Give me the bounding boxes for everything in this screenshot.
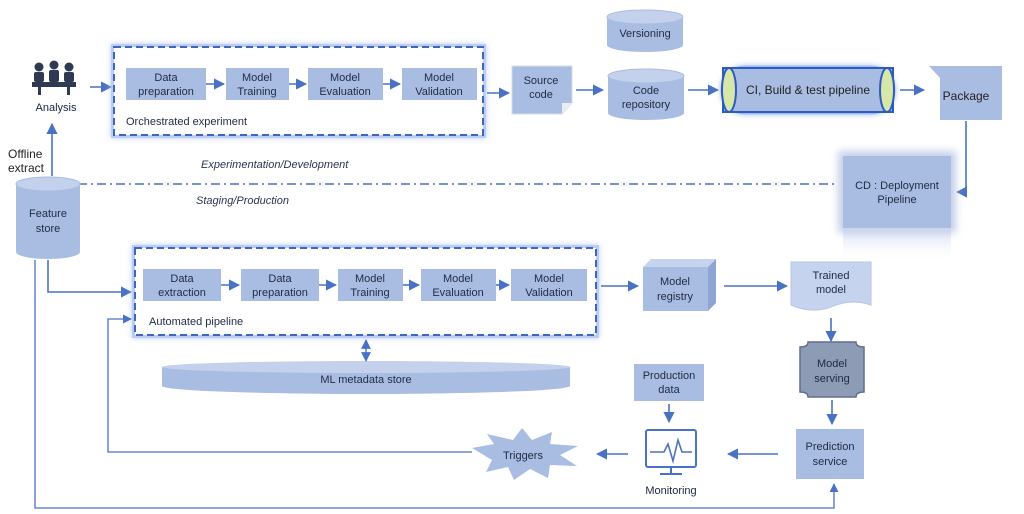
svg-text:code: code	[529, 89, 553, 101]
code-repository-cylinder: Code repository	[607, 68, 685, 120]
svg-text:data: data	[658, 384, 680, 396]
svg-text:ML metadata store: ML metadata store	[320, 374, 411, 386]
svg-text:registry: registry	[657, 291, 694, 303]
svg-text:model: model	[816, 284, 846, 296]
automated-pipeline-title: Automated pipeline	[149, 316, 243, 328]
arrow-package-to-cd	[955, 121, 968, 198]
trained-model-document: Trained model	[790, 261, 872, 311]
offline-extract-label: Offline	[8, 147, 43, 161]
step-auto-model-evaluation: Model Evaluation	[421, 269, 496, 301]
step-auto-model-validation: Model Validation	[511, 269, 587, 301]
development-zone-label: Experimentation/Development	[201, 159, 349, 171]
step-auto-data-preparation: Data preparation	[241, 269, 319, 301]
ml-metadata-store: ML metadata store	[162, 361, 570, 394]
svg-text:Training: Training	[350, 287, 389, 299]
svg-text:Data: Data	[154, 72, 178, 84]
step-model-training: Model Training	[226, 68, 289, 100]
ci-pipeline-tube: CI, Build & test pipeline	[720, 65, 896, 115]
versioning-cylinder: Versioning	[606, 9, 684, 52]
svg-text:store: store	[36, 223, 60, 235]
triggers-burst: Triggers	[472, 428, 578, 480]
step-auto-model-training: Model Training	[338, 269, 403, 301]
svg-text:Model: Model	[330, 72, 360, 84]
arrow-store-to-pipeline	[47, 260, 133, 298]
svg-text:Data: Data	[268, 273, 292, 285]
monitoring-icon	[645, 429, 697, 475]
svg-text:service: service	[813, 456, 848, 468]
svg-text:Validation: Validation	[525, 287, 573, 299]
package-box: Package	[929, 66, 1002, 120]
svg-text:Versioning: Versioning	[619, 28, 670, 40]
prediction-service-box: Prediction service	[796, 429, 864, 479]
production-zone-label: Staging/Production	[196, 195, 289, 207]
svg-text:Model: Model	[817, 358, 847, 370]
analysis-label: Analysis	[36, 102, 77, 114]
svg-text:Model: Model	[424, 72, 454, 84]
svg-text:CI, Build & test pipeline: CI, Build & test pipeline	[746, 83, 870, 97]
svg-text:preparation: preparation	[252, 287, 308, 299]
svg-text:Trained: Trained	[813, 270, 850, 282]
svg-text:Triggers: Triggers	[503, 450, 543, 462]
svg-text:Model: Model	[443, 273, 473, 285]
svg-text:Production: Production	[643, 370, 696, 382]
arrow-triggers-to-pipeline	[107, 314, 472, 453]
step-model-validation: Model Validation	[402, 68, 477, 100]
svg-text:Model: Model	[242, 72, 272, 84]
svg-text:serving: serving	[814, 373, 849, 385]
svg-text:repository: repository	[622, 99, 671, 111]
model-registry-box: Model registry	[643, 259, 716, 311]
svg-text:preparation: preparation	[138, 86, 194, 98]
cd-deployment-pipeline: CD : Deployment Pipeline	[838, 151, 956, 262]
svg-text:Source: Source	[524, 75, 559, 87]
step-data-preparation: Data preparation	[126, 68, 206, 100]
svg-text:Model: Model	[355, 273, 385, 285]
svg-text:Feature: Feature	[29, 208, 67, 220]
orchestrated-experiment-title: Orchestrated experiment	[126, 116, 247, 128]
model-serving-box: Model serving	[799, 341, 865, 398]
feature-store-cylinder: Feature store	[15, 176, 81, 259]
svg-text:Model: Model	[534, 273, 564, 285]
svg-text:Evaluation: Evaluation	[432, 287, 483, 299]
offline-extract-label-2: extract	[8, 161, 45, 175]
source-code-document: Source code	[511, 65, 573, 115]
svg-text:Model: Model	[660, 276, 690, 288]
arrow-store-to-prediction	[34, 260, 839, 509]
svg-text:Evaluation: Evaluation	[319, 86, 370, 98]
analysis-icon	[32, 60, 76, 95]
production-data-box: Production data	[634, 364, 704, 401]
svg-text:Data: Data	[170, 273, 194, 285]
svg-text:extraction: extraction	[158, 287, 206, 299]
svg-text:CD : Deployment: CD : Deployment	[855, 180, 939, 192]
svg-text:Prediction: Prediction	[806, 441, 855, 453]
svg-text:Validation: Validation	[415, 86, 463, 98]
monitoring-label: Monitoring	[645, 485, 696, 497]
step-data-extraction: Data extraction	[143, 269, 221, 301]
svg-text:Package: Package	[943, 89, 990, 103]
svg-text:Training: Training	[237, 86, 276, 98]
svg-text:Pipeline: Pipeline	[877, 194, 916, 206]
svg-text:Code: Code	[633, 85, 659, 97]
step-model-evaluation: Model Evaluation	[308, 68, 383, 100]
